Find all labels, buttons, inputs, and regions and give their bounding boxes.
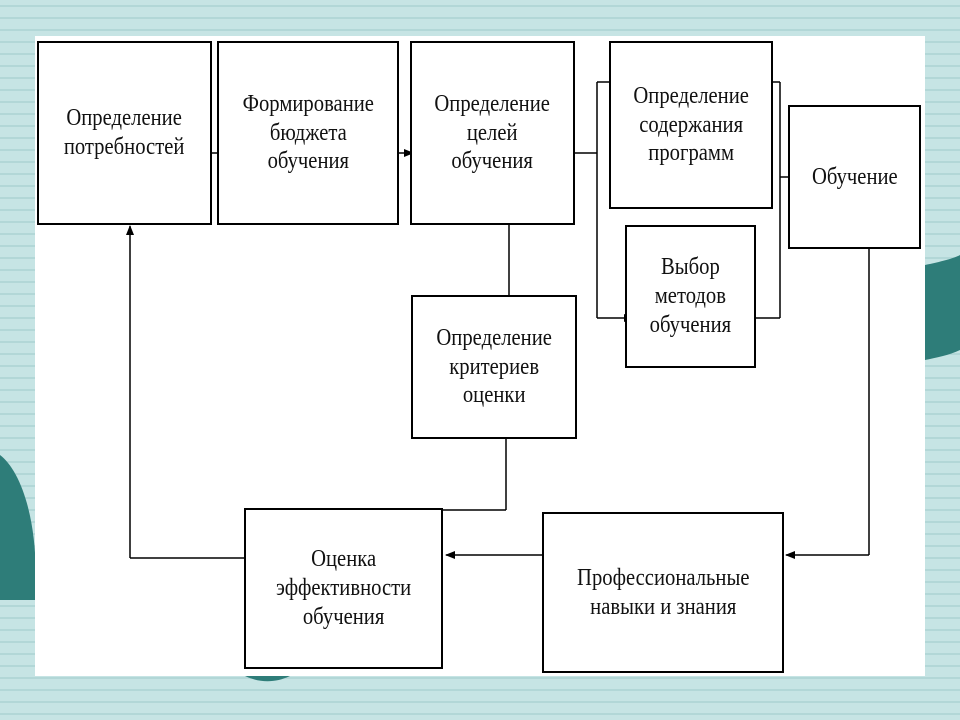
teal-wave-bottom xyxy=(245,676,290,682)
diagram-canvas: Определение потребностей Формирование бю… xyxy=(35,36,925,676)
label-evaluation: Оценка эффективности обучения xyxy=(275,546,412,630)
label-criteria: Определение критериев оценки xyxy=(436,324,552,409)
box-training: Обучение xyxy=(788,105,921,249)
box-criteria: Определение критериев оценки xyxy=(411,295,577,439)
box-needs: Определение потребностей xyxy=(37,41,212,225)
box-content: Определение содержания программ xyxy=(609,41,773,209)
label-content: Определение содержания программ xyxy=(633,82,749,167)
teal-wave-right xyxy=(925,255,960,360)
label-methods: Выбор методов обучения xyxy=(649,254,732,338)
label-skills: Профессиональные навыки и знания xyxy=(576,564,750,620)
box-evaluation: Оценка эффективности обучения xyxy=(244,508,443,669)
label-goals: Определение целей обучения xyxy=(434,90,551,175)
box-methods: Выбор методов обучения xyxy=(625,225,756,368)
teal-wave-left xyxy=(0,455,36,600)
box-budget: Формирование бюджета обучения xyxy=(217,41,399,225)
label-needs: Определение потребностей xyxy=(64,105,185,160)
box-skills: Профессиональные навыки и знания xyxy=(542,512,784,673)
label-training: Обучение xyxy=(811,163,898,190)
box-goals: Определение целей обучения xyxy=(410,41,575,225)
label-budget: Формирование бюджета обучения xyxy=(242,90,374,175)
